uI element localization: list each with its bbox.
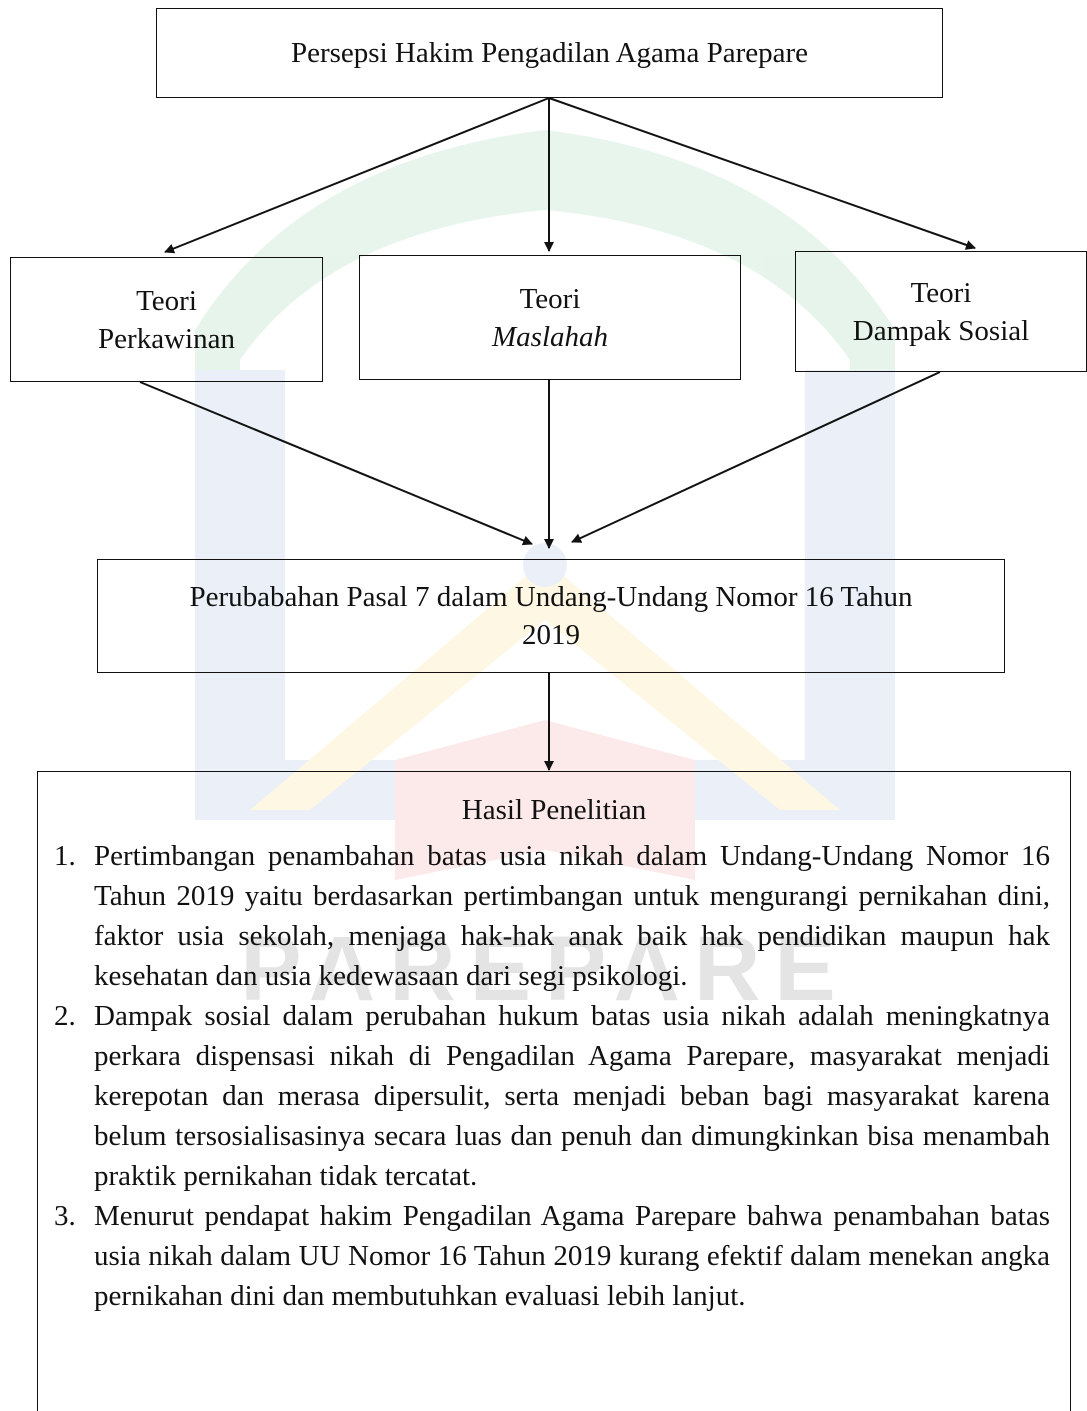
result-item: 2. Dampak sosial dalam perubahan hukum b… (38, 996, 1070, 1196)
theory-line2: Perkawinan (98, 322, 235, 355)
result-number: 3. (54, 1200, 76, 1232)
watermark-text: PAREPARE (240, 918, 850, 1020)
result-text: Menurut pendapat hakim Pengadilan Agama … (94, 1200, 1050, 1312)
theory-box-dampak-sosial: Teori Dampak Sosial (795, 251, 1087, 372)
theory-line2: Maslahah (492, 320, 608, 353)
results-box: Hasil Penelitian 1. Pertimbangan penamba… (37, 771, 1071, 1411)
top-box: Persepsi Hakim Pengadilan Agama Parepare (156, 8, 943, 98)
result-number: 2. (54, 1000, 76, 1032)
result-item: 3. Menurut pendapat hakim Pengadilan Aga… (38, 1196, 1070, 1316)
result-item: 1. Pertimbangan penambahan batas usia ni… (38, 836, 1070, 996)
result-number: 1. (54, 840, 76, 872)
theory-line1: Teori (519, 282, 581, 315)
results-list: 1. Pertimbangan penambahan batas usia ni… (38, 836, 1070, 1316)
change-line2: 2019 (522, 619, 580, 651)
theory-line1: Teori (136, 284, 197, 317)
theory-line1: Teori (910, 276, 972, 309)
change-line1: Perubabahan Pasal 7 dalam Undang-Undang … (189, 581, 913, 613)
theory-box-maslahah: Teori Maslahah (359, 255, 741, 380)
top-box-label: Persepsi Hakim Pengadilan Agama Parepare (290, 37, 808, 69)
change-box: Perubabahan Pasal 7 dalam Undang-Undang … (97, 559, 1005, 673)
theory-line2: Dampak Sosial (852, 314, 1030, 347)
result-text: Dampak sosial dalam perubahan hukum bata… (94, 1000, 1050, 1192)
results-title: Hasil Penelitian (461, 794, 647, 826)
theory-box-perkawinan: Teori Perkawinan (10, 257, 323, 382)
result-text: Pertimbangan penambahan batas usia nikah… (94, 840, 1050, 992)
